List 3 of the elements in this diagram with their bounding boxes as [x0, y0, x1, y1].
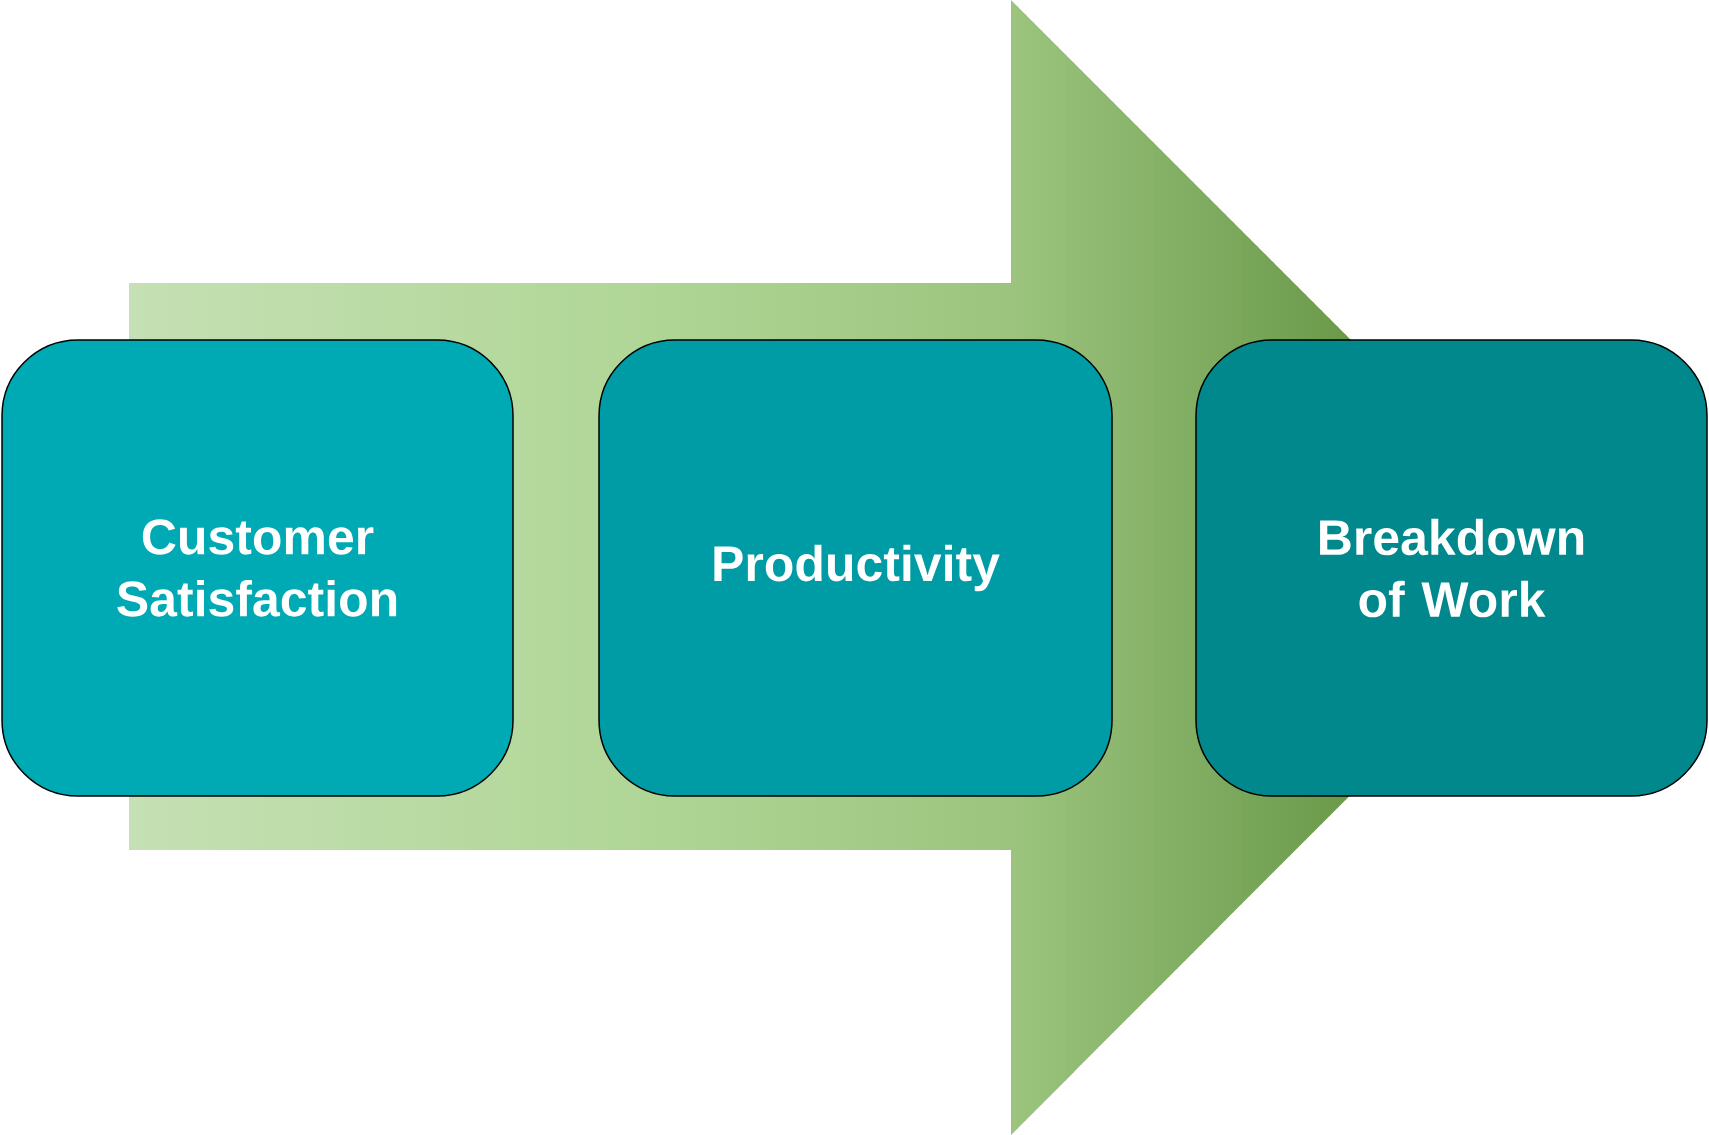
process-box: Customer Satisfaction [1, 339, 514, 797]
process-box: Productivity [598, 339, 1113, 797]
process-box: Breakdown of Work [1195, 339, 1708, 797]
